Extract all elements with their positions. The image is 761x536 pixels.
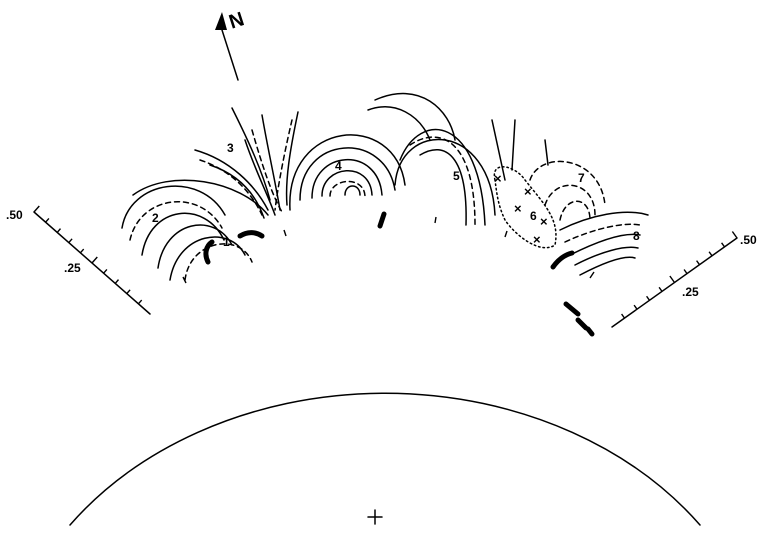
scale-tick [670, 276, 675, 283]
scale-tick [127, 290, 130, 294]
region-label-5: 5 [453, 169, 460, 183]
scale-tick [138, 300, 141, 304]
scale-tick [709, 252, 712, 256]
region-label-7: 7 [578, 171, 585, 185]
north-arrow: N [215, 8, 247, 80]
svg-text:×: × [540, 214, 548, 229]
loop-system-5 [368, 94, 495, 225]
svg-text:×: × [514, 201, 522, 216]
region-label-6: 6 [530, 209, 537, 223]
region-label-1: 1 [223, 235, 230, 249]
scale-left-inner-label: .25 [64, 261, 81, 275]
loop-system-2 [122, 180, 268, 280]
loop-system-4 [290, 135, 405, 210]
scale-tick [647, 296, 650, 300]
scale-tick [697, 261, 700, 265]
scale-tick [46, 218, 49, 222]
scale-tick [80, 249, 83, 253]
loop-system-7 [530, 161, 605, 220]
scale-tick [104, 269, 107, 273]
scale-left: .50 .25 [6, 206, 150, 314]
loop-system-3 [195, 108, 298, 218]
region-label-2: 2 [152, 211, 159, 225]
svg-text:×: × [494, 171, 502, 186]
scale-tick [659, 287, 662, 291]
region-label-4: 4 [335, 159, 342, 173]
scale-right-outer-label: .50 [740, 233, 757, 247]
scale-tick [115, 280, 118, 284]
disk-center-mark [368, 510, 382, 524]
scale-tick [732, 231, 737, 238]
scale-right-inner-label: .25 [682, 285, 699, 299]
scale-left-outer-label: .50 [6, 208, 23, 222]
loop-system-8 [560, 212, 648, 275]
scale-tick [684, 270, 687, 274]
scale-tick [722, 243, 725, 247]
scale-tick [57, 229, 60, 233]
loop-system-6: × × × × × [492, 120, 556, 248]
region-label-3: 3 [227, 141, 234, 155]
scale-tick [622, 314, 625, 318]
scale-tick [69, 239, 72, 243]
scale-tick [92, 257, 97, 263]
region-labels: 1 2 3 4 5 6 7 8 [152, 141, 640, 249]
region-label-8: 8 [633, 229, 640, 243]
solar-limb [70, 393, 700, 525]
limb-ticks [183, 217, 594, 283]
north-label: N [226, 8, 247, 33]
scale-tick [634, 305, 637, 309]
scale-tick [34, 206, 39, 212]
scale-right: .50 .25 [612, 231, 757, 327]
svg-text:×: × [524, 184, 532, 199]
svg-text:×: × [533, 232, 541, 247]
